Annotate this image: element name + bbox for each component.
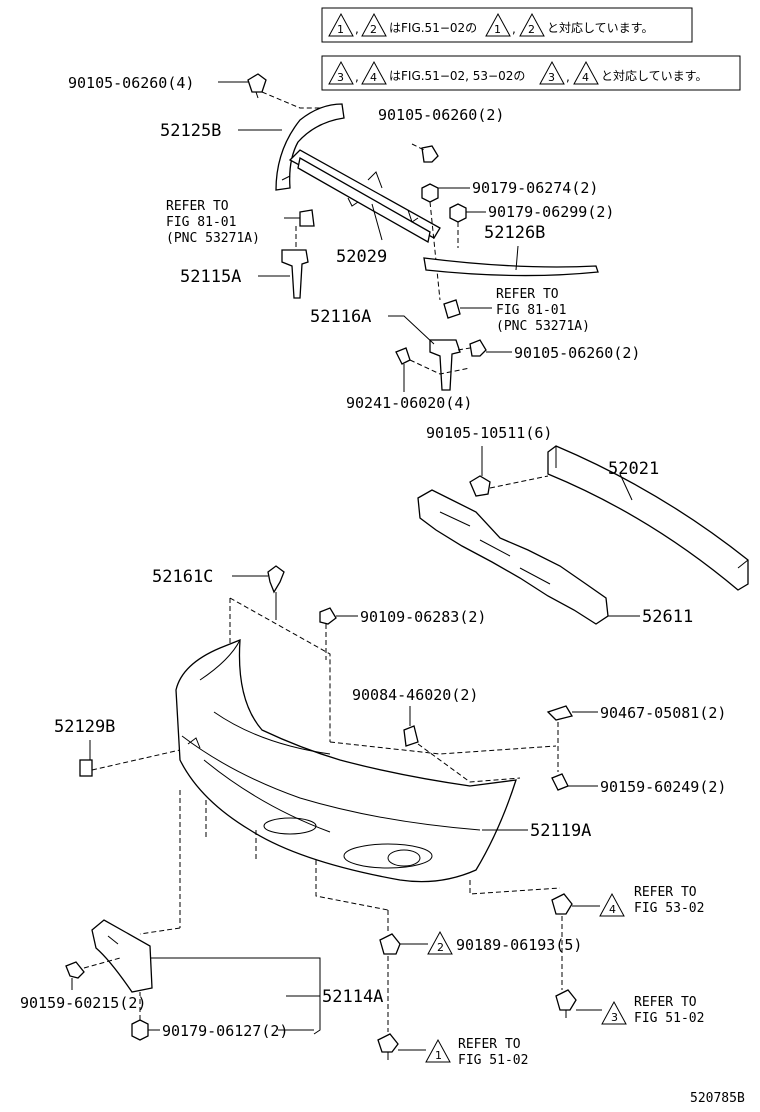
- refer-clip-part: [443, 299, 461, 319]
- refer-text: FIG 51-02: [634, 1011, 704, 1026]
- bolt-part: [551, 773, 569, 791]
- ref-label: 90109-06283(2): [360, 608, 486, 626]
- refer-text: REFER TO: [496, 287, 559, 302]
- bracket-part: [281, 249, 309, 299]
- retainer-strip-part: [423, 257, 599, 277]
- ref-label: 52126B: [484, 223, 545, 243]
- refer-clip-part: [299, 209, 315, 227]
- figure-code: 520785B: [690, 1091, 745, 1106]
- refer-text: (PNC 53271A): [166, 231, 260, 246]
- triangle-marker: [427, 930, 453, 955]
- refer-text: FIG 51-02: [458, 1053, 528, 1068]
- svg-text:,: ,: [512, 22, 516, 36]
- triangle-label: 3: [337, 71, 344, 84]
- triangle-label: 3: [611, 1011, 618, 1024]
- ref-label: 90179-06274(2): [472, 179, 598, 197]
- ref-label: 90159-60249(2): [600, 778, 726, 796]
- ref-label: 52114A: [322, 987, 383, 1007]
- refer-text: REFER TO: [634, 995, 697, 1010]
- bolt-part: [377, 1033, 399, 1060]
- triangle-label: 4: [582, 71, 589, 84]
- bolt-part: [421, 145, 439, 163]
- ref-label: 52611: [642, 607, 693, 627]
- bolt-part: [395, 347, 411, 365]
- refer-text: FIG 53-02: [634, 901, 704, 916]
- clip-part: [551, 893, 573, 915]
- clip-part: [247, 73, 267, 99]
- nut-part: [131, 1019, 149, 1041]
- refer-text: REFER TO: [634, 885, 697, 900]
- triangle-label: 1: [494, 23, 501, 36]
- bracket-part: [429, 339, 461, 391]
- refer-text: FIG 81-01: [496, 303, 566, 318]
- retainer-side-part: [275, 103, 345, 191]
- refer-text: REFER TO: [458, 1037, 521, 1052]
- triangle-marker: [599, 892, 625, 917]
- bolt-part: [469, 339, 487, 357]
- note-box-1: 1 , 2 はFIG.51−02の 1 , 2 と対応しています。: [321, 7, 693, 43]
- clip-part: [403, 706, 419, 747]
- ref-label: 52029: [336, 247, 387, 267]
- refer-text: FIG 81-01: [166, 215, 236, 230]
- bolt-part: [65, 961, 85, 979]
- nut-part: [421, 183, 439, 203]
- svg-text:,: ,: [566, 70, 570, 84]
- triangle-label: 4: [370, 71, 377, 84]
- triangle-label: 1: [435, 1049, 442, 1062]
- ref-label: 52125B: [160, 121, 221, 141]
- energy-absorber-part: [417, 489, 609, 625]
- triangle-marker: [601, 1000, 627, 1025]
- ref-label: 52116A: [310, 307, 371, 327]
- ref-label: 90105-06260(2): [514, 344, 640, 362]
- triangle-label: 2: [370, 23, 377, 36]
- note-text: と対応しています。: [601, 69, 707, 83]
- ref-label: 90189-06193(5): [456, 936, 582, 954]
- cap-part: [79, 759, 93, 777]
- svg-text:,: ,: [355, 22, 359, 36]
- reinforcement-beam-part: [547, 445, 749, 591]
- triangle-label: 2: [528, 23, 535, 36]
- ref-label: 52119A: [530, 821, 591, 841]
- ref-label: 52021: [608, 459, 659, 479]
- license-bracket-part: [91, 919, 153, 993]
- ref-label: 90084-46020(2): [352, 686, 478, 704]
- bolt-part: [319, 607, 337, 625]
- refer-text: REFER TO: [166, 199, 229, 214]
- ref-label: 90105-10511(6): [426, 424, 552, 442]
- triangle-label: 1: [337, 23, 344, 36]
- bolt-part: [469, 475, 491, 497]
- note-text: はFIG.51−02, 53−02の: [389, 69, 525, 83]
- ref-label: 52129B: [54, 717, 115, 737]
- triangle-label: 2: [437, 941, 444, 954]
- triangle-marker: [425, 1038, 451, 1063]
- ref-label: 90105-06260(2): [378, 106, 504, 124]
- bolt-part: [555, 989, 577, 1018]
- triangle-label: 4: [609, 903, 616, 916]
- clip-part: [267, 565, 285, 594]
- clip-part: [379, 933, 401, 955]
- retainer-center-part: [288, 149, 441, 244]
- ref-label: 52115A: [180, 267, 241, 287]
- ref-label: 90179-06127(2): [162, 1022, 288, 1040]
- triangle-label: 3: [548, 71, 555, 84]
- svg-text:,: ,: [355, 70, 359, 84]
- nut-part: [449, 203, 467, 223]
- ref-label: 90467-05081(2): [600, 704, 726, 722]
- ref-label: 52161C: [152, 567, 213, 587]
- bumper-cover-part: [175, 639, 517, 883]
- ref-label: 90159-60215(2): [20, 994, 146, 1012]
- ref-label: 90179-06299(2): [488, 203, 614, 221]
- nut-part: [546, 705, 574, 721]
- ref-label: 90105-06260(4): [68, 74, 194, 92]
- note-text: はFIG.51−02の: [389, 21, 477, 35]
- note-text: と対応しています。: [547, 21, 653, 35]
- note-box-2: 3 , 4 はFIG.51−02, 53−02の 3 , 4 と対応しています。: [321, 55, 741, 91]
- ref-label: 90241-06020(4): [346, 394, 472, 412]
- refer-text: (PNC 53271A): [496, 319, 590, 334]
